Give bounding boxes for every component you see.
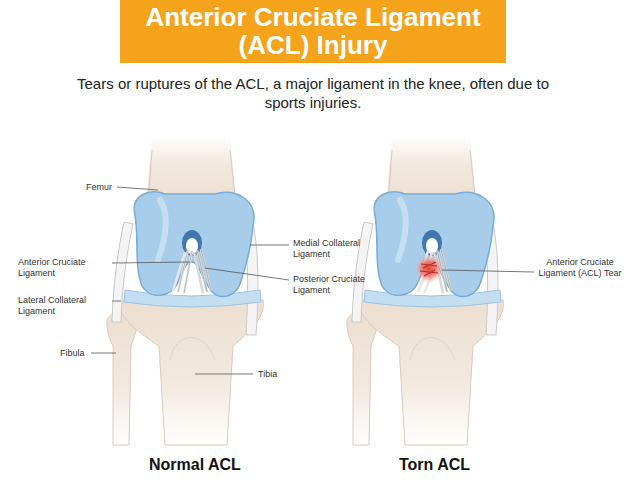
panel-caption: Normal ACL <box>149 455 241 474</box>
title: Anterior Cruciate Ligament (ACL) Injury <box>143 3 483 59</box>
caption: Tears or ruptures of the ACL, a major li… <box>68 74 558 112</box>
part-label: Posterior Cruciate Ligament <box>293 274 385 296</box>
title-banner <box>120 0 506 63</box>
part-label: Anterior Cruciate Ligament (ACL) Tear <box>538 257 622 279</box>
acl-tear <box>415 255 443 283</box>
acl-normal <box>173 250 192 293</box>
part-label: Fibula <box>60 348 85 359</box>
leader-lines <box>91 187 534 374</box>
part-label: Femur <box>86 182 112 193</box>
part-label: Medial Collateral Ligament <box>293 238 385 260</box>
part-label: Tibia <box>258 369 277 380</box>
part-label: Anterior Cruciate Ligament <box>18 257 110 279</box>
part-label: Lateral Collateral Ligament <box>18 295 110 317</box>
panel-caption: Torn ACL <box>399 455 470 474</box>
